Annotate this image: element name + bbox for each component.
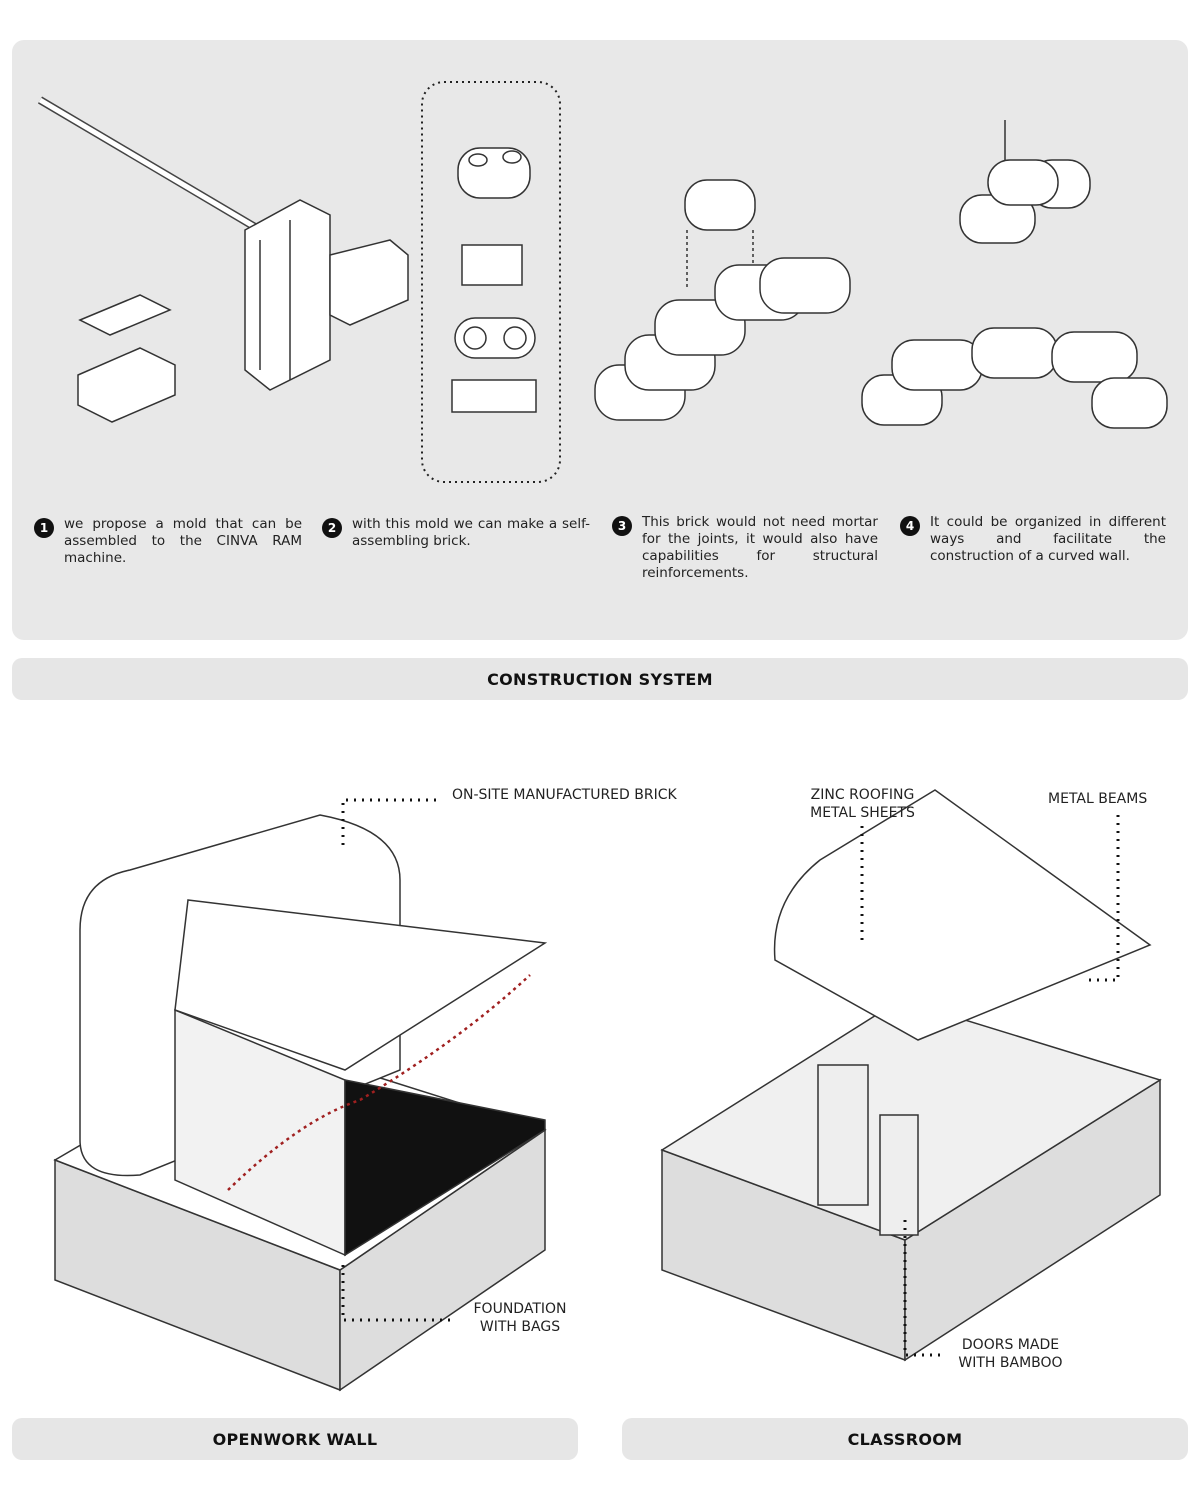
step-text: with this mold we can make a self-assemb… <box>352 516 590 549</box>
step-3: 3 This brick would not need mortar for t… <box>612 514 878 582</box>
classroom-title: CLASSROOM <box>622 1418 1188 1460</box>
cinva-ram-machine-illustration <box>37 96 409 423</box>
step-2: 2 with this mold we can make a self-asse… <box>322 516 590 550</box>
label-bamboo-doors: DOORS MADE WITH BAMBOO <box>958 1337 1063 1371</box>
step-number: 2 <box>322 518 342 538</box>
openwork-wall-title: OPENWORK WALL <box>12 1418 578 1460</box>
step-1: 1 we propose a mold that can be assemble… <box>34 516 302 567</box>
step-number: 1 <box>34 518 54 538</box>
label-foundation: FOUNDATION WITH BAGS <box>473 1301 567 1335</box>
label-zinc-roofing: ZINC ROOFING METAL SHEETS <box>810 787 915 821</box>
step-number: 3 <box>612 516 632 536</box>
step-text: we propose a mold that can be assembled … <box>64 516 302 566</box>
step-number: 4 <box>900 516 920 536</box>
stacked-bricks-illustration <box>594 179 851 421</box>
curved-wall-illustration <box>861 120 1168 429</box>
openwork-wall-illustration <box>53 798 548 1392</box>
step-text: This brick would not need mortar for the… <box>642 514 878 581</box>
label-brick: ON-SITE MANUFACTURED BRICK <box>452 787 677 803</box>
classroom-illustration <box>660 789 1162 1362</box>
step-4: 4 It could be organized in different way… <box>900 514 1166 565</box>
step-text: It could be organized in different ways … <box>930 514 1166 564</box>
brick-variants-illustration <box>451 147 537 413</box>
label-metal-beams: METAL BEAMS <box>1048 791 1148 807</box>
construction-system-title: CONSTRUCTION SYSTEM <box>12 658 1188 700</box>
